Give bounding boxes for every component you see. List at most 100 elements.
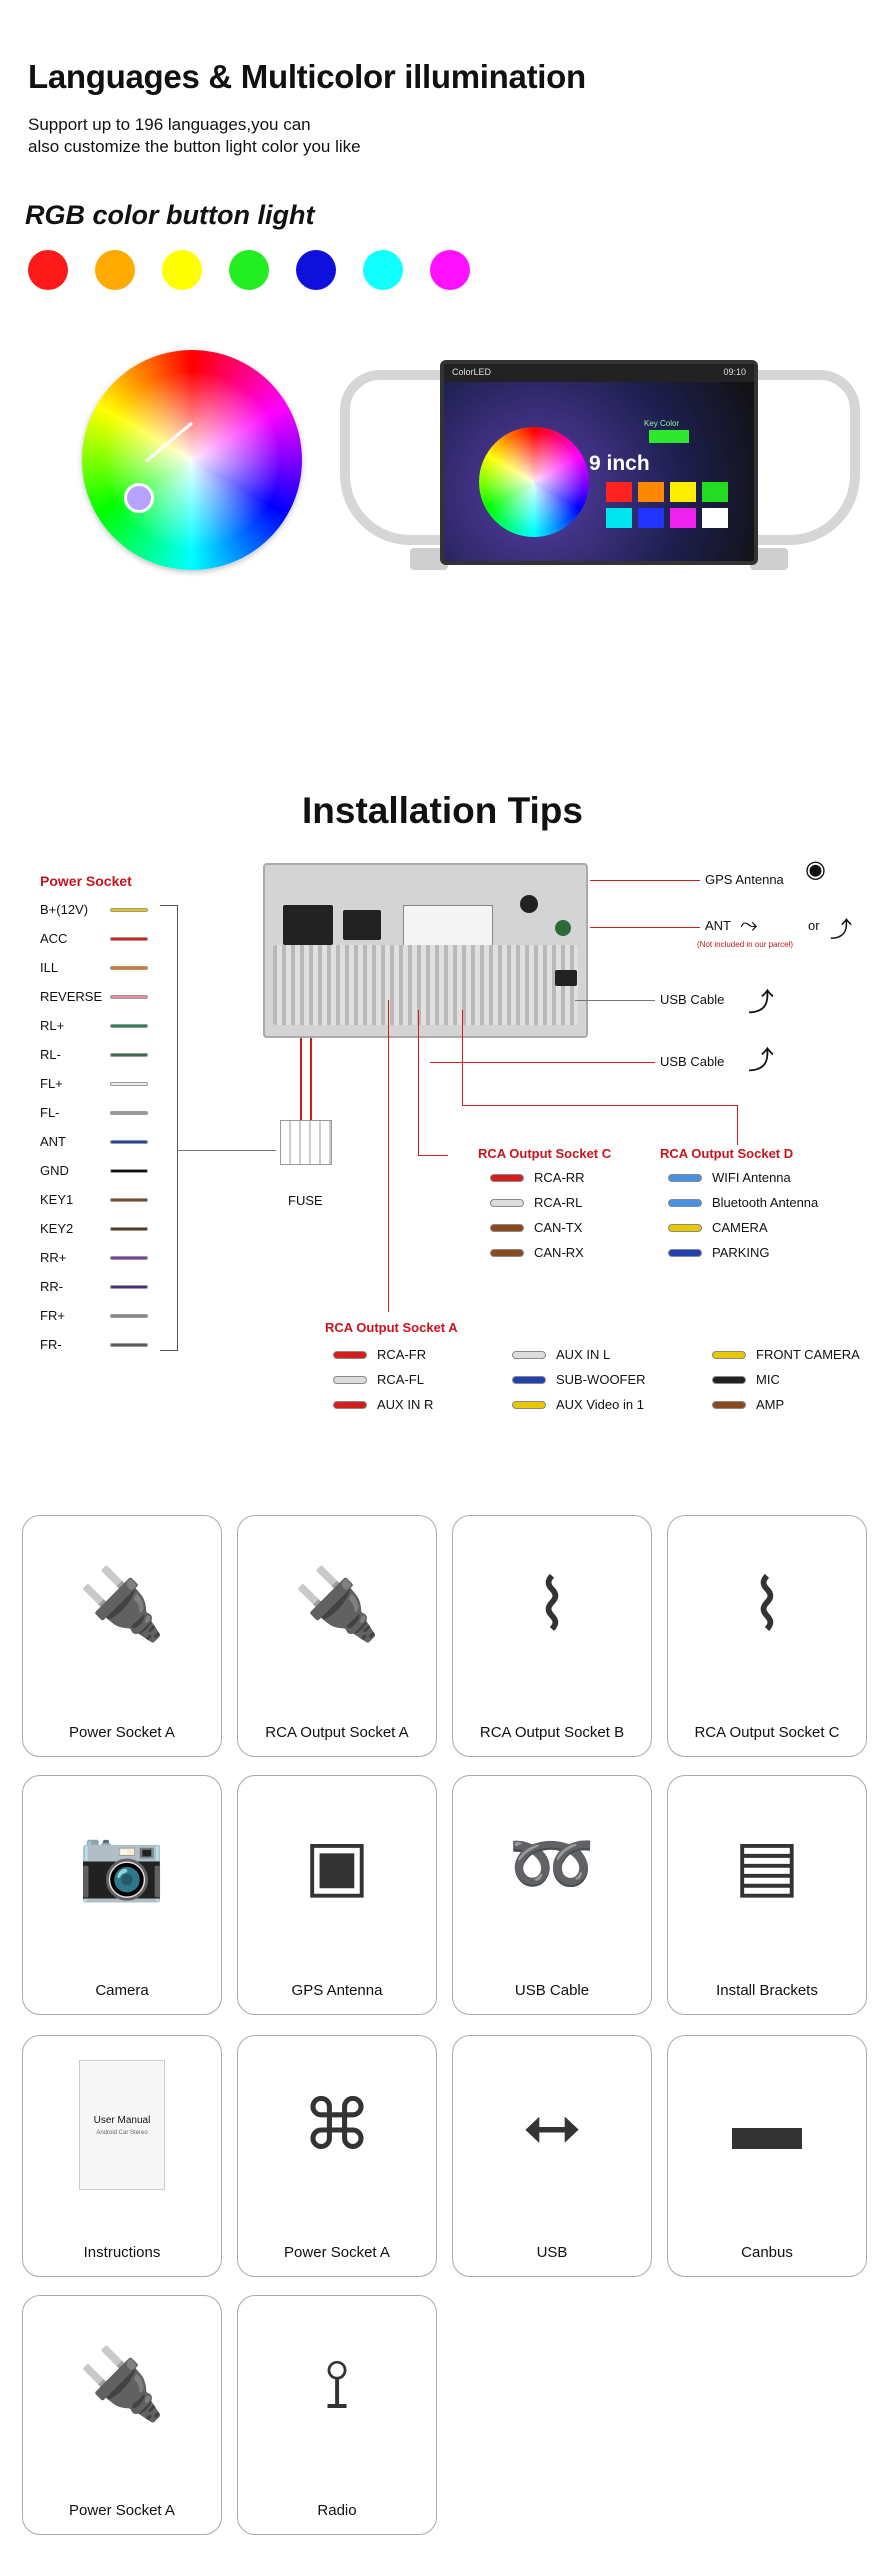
key-color-cell[interactable] xyxy=(670,508,696,528)
rgb-title: RGB color button light xyxy=(25,200,315,230)
canbus-box-icon: ▬ xyxy=(732,2086,802,2164)
color-wheel-inner xyxy=(102,370,282,550)
rca-plug-icon xyxy=(512,1400,546,1409)
accessory-card: ⌇RCA Output Socket B xyxy=(452,1515,652,1757)
key-color-cell[interactable] xyxy=(702,482,728,502)
color-swatch[interactable] xyxy=(229,250,269,290)
wire-label: FR- xyxy=(40,1337,62,1352)
key-color-cell[interactable] xyxy=(670,482,696,502)
socket-c-title: RCA Output Socket C xyxy=(478,1146,612,1161)
accessory-card: 🔌 RCA Output Socket A xyxy=(237,1515,437,1757)
wire-label: KEY1 xyxy=(40,1192,74,1207)
key-color-cell[interactable] xyxy=(606,482,632,502)
socket-label: RCA-FL xyxy=(377,1372,424,1387)
socket-row: AUX IN L xyxy=(512,1342,646,1367)
color-swatch[interactable] xyxy=(28,250,68,290)
wire-icon xyxy=(110,1197,148,1202)
accessory-label: Install Brackets xyxy=(716,1982,818,1999)
accessory-label: RCA Output Socket A xyxy=(265,1724,409,1741)
socket-label: Bluetooth Antenna xyxy=(712,1195,819,1210)
connector-line xyxy=(178,1150,276,1151)
wire-bundle-icon: ⌘ xyxy=(302,2086,372,2164)
or-label: or xyxy=(808,918,820,933)
rca-cable-icon: ⌇ xyxy=(534,1566,570,1644)
accessory-card: ⌇RCA Output Socket C xyxy=(667,1515,867,1757)
wire-icon xyxy=(110,1081,148,1086)
color-swatch[interactable] xyxy=(296,250,336,290)
socket-label: AUX IN L xyxy=(556,1347,611,1362)
color-swatch[interactable] xyxy=(363,250,403,290)
status-bar: ColorLED 09:10 xyxy=(444,364,754,382)
screen-size-label: 9 inch xyxy=(589,452,650,475)
rca-port-block xyxy=(403,905,493,950)
power-socket-row: GND xyxy=(40,1156,148,1185)
socket-row: RCA-FL xyxy=(333,1367,433,1392)
socket-row: CAMERA xyxy=(668,1215,818,1240)
socket-row: RCA-RR xyxy=(490,1165,585,1190)
gps-antenna-icon: ▣ xyxy=(303,1826,371,1904)
power-socket-row: RR- xyxy=(40,1272,148,1301)
wire-label: ANT xyxy=(40,1134,66,1149)
color-swatch[interactable] xyxy=(162,250,202,290)
ant-port xyxy=(555,920,571,936)
rca-plug-icon xyxy=(490,1173,524,1182)
rca-plug-icon xyxy=(712,1375,746,1384)
socket-row: AMP xyxy=(712,1392,860,1417)
accessory-card: ➿ USB Cable xyxy=(452,1775,652,2015)
wire-label: KEY2 xyxy=(40,1221,74,1236)
socket-a-title: RCA Output Socket A xyxy=(325,1320,458,1335)
radio-screen: ColorLED 09:10 9 inch Key Color xyxy=(440,360,758,565)
socket-row: CAN-RX xyxy=(490,1240,585,1265)
wire-icon xyxy=(110,1139,148,1144)
color-wheel-knob xyxy=(124,483,154,513)
wire-label: ILL xyxy=(40,960,59,975)
ant-note: (Not included in our parcel) xyxy=(697,940,794,949)
key-color-cell[interactable] xyxy=(606,508,632,528)
color-swatch[interactable] xyxy=(430,250,470,290)
accessory-label: Instructions xyxy=(83,2244,161,2261)
rca-plug-icon xyxy=(668,1223,702,1232)
wire-icon xyxy=(110,1052,148,1057)
callout-line xyxy=(575,1000,655,1001)
wire-icon xyxy=(110,1168,148,1173)
accessory-label: GPS Antenna xyxy=(291,1982,383,1999)
key-color-grid xyxy=(606,482,728,528)
rca-harness-icon: 🔌 xyxy=(293,1565,381,1643)
socket-label: CAN-RX xyxy=(534,1245,584,1260)
socket-row: RCA-RL xyxy=(490,1190,585,1215)
wire-icon xyxy=(110,965,148,970)
color-swatch[interactable] xyxy=(95,250,135,290)
key-color-cell[interactable] xyxy=(638,482,664,502)
head-unit-back xyxy=(263,863,588,1038)
power-socket-row: KEY1 xyxy=(40,1185,148,1214)
wire-icon xyxy=(110,1110,148,1115)
color-swatches xyxy=(28,250,470,290)
power-harness-icon: 🔌 xyxy=(78,2345,166,2423)
power-socket-row: ILL xyxy=(40,953,148,982)
usb-cable-icon: ➿ xyxy=(508,1825,596,1903)
accessory-label: USB xyxy=(536,2244,568,2261)
fuse-line xyxy=(300,1038,302,1120)
socket-d-line xyxy=(737,1105,738,1145)
accessory-label: USB Cable xyxy=(514,1982,590,1999)
accessory-label: Camera xyxy=(95,1982,149,1999)
screen-body: 9 inch Key Color xyxy=(444,382,754,561)
rca-plug-icon xyxy=(490,1223,524,1232)
rca-plug-icon xyxy=(712,1350,746,1359)
wire-icon xyxy=(110,936,148,941)
wire-icon xyxy=(110,1313,148,1318)
radio-cable-icon: ⟟ xyxy=(323,2345,351,2423)
wire-icon xyxy=(110,994,148,999)
wire-label: FL- xyxy=(40,1105,60,1120)
power-socket-row: FR- xyxy=(40,1330,148,1359)
key-color-cell[interactable] xyxy=(702,508,728,528)
socket-d-line xyxy=(462,1105,737,1106)
connector-block xyxy=(343,910,381,940)
fuse-label: FUSE xyxy=(288,1193,323,1208)
wire-icon xyxy=(110,1284,148,1289)
key-color-cell[interactable] xyxy=(638,508,664,528)
socket-row: MIC xyxy=(712,1367,860,1392)
accessory-label: Power Socket A xyxy=(284,2244,390,2261)
screen-color-wheel xyxy=(479,427,589,537)
